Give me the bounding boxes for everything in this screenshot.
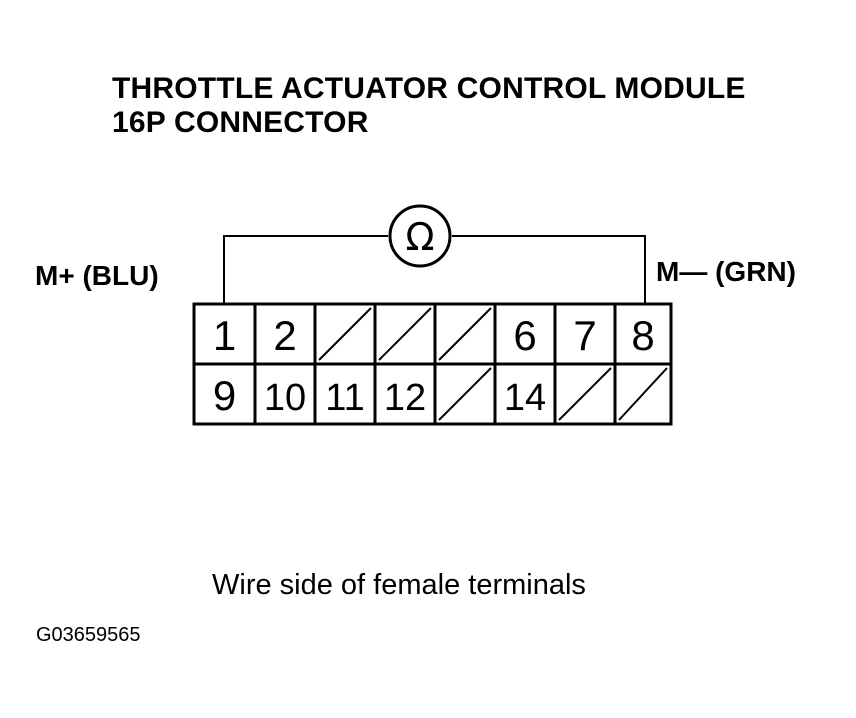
terminal-cell <box>313 362 377 426</box>
terminal-cell <box>253 362 317 426</box>
figure-id: G03659565 <box>36 624 141 646</box>
terminal-number: 9 <box>213 372 236 419</box>
terminal-number: 10 <box>264 377 306 419</box>
probe-wires <box>223 235 646 304</box>
negative-probe-wire <box>452 235 646 304</box>
terminal-number: 7 <box>573 312 596 359</box>
diagram-title: THROTTLE ACTUATOR CONTROL MODULE <box>112 72 746 105</box>
connector-subtitle: 16P CONNECTOR <box>112 106 369 139</box>
terminal-number: 12 <box>384 377 426 419</box>
terminal-number: 6 <box>513 312 536 359</box>
unused-terminal-slash <box>378 307 432 361</box>
terminal-number: 1 <box>213 312 236 359</box>
positive-probe-wire <box>223 235 388 304</box>
ohm-symbol: Ω <box>405 215 434 259</box>
ohmmeter-icon: Ω <box>388 204 452 268</box>
terminal-number: 14 <box>504 377 546 419</box>
unused-terminal-slash <box>318 307 372 361</box>
probe-label-negative: M— (GRN) <box>656 256 796 287</box>
unused-terminal-slash <box>558 367 612 421</box>
probe-label-positive: M+ (BLU) <box>35 260 159 291</box>
unused-terminal-slash <box>438 367 492 421</box>
terminal-number: 2 <box>273 312 296 359</box>
terminal-number: 8 <box>631 312 654 359</box>
unused-terminal-slash <box>438 307 492 361</box>
diagram-caption: Wire side of female terminals <box>212 569 586 601</box>
unused-terminal-slash <box>618 367 668 421</box>
terminal-cell <box>613 302 673 366</box>
terminal-number: 11 <box>325 377 364 419</box>
terminal-cell <box>493 362 557 426</box>
